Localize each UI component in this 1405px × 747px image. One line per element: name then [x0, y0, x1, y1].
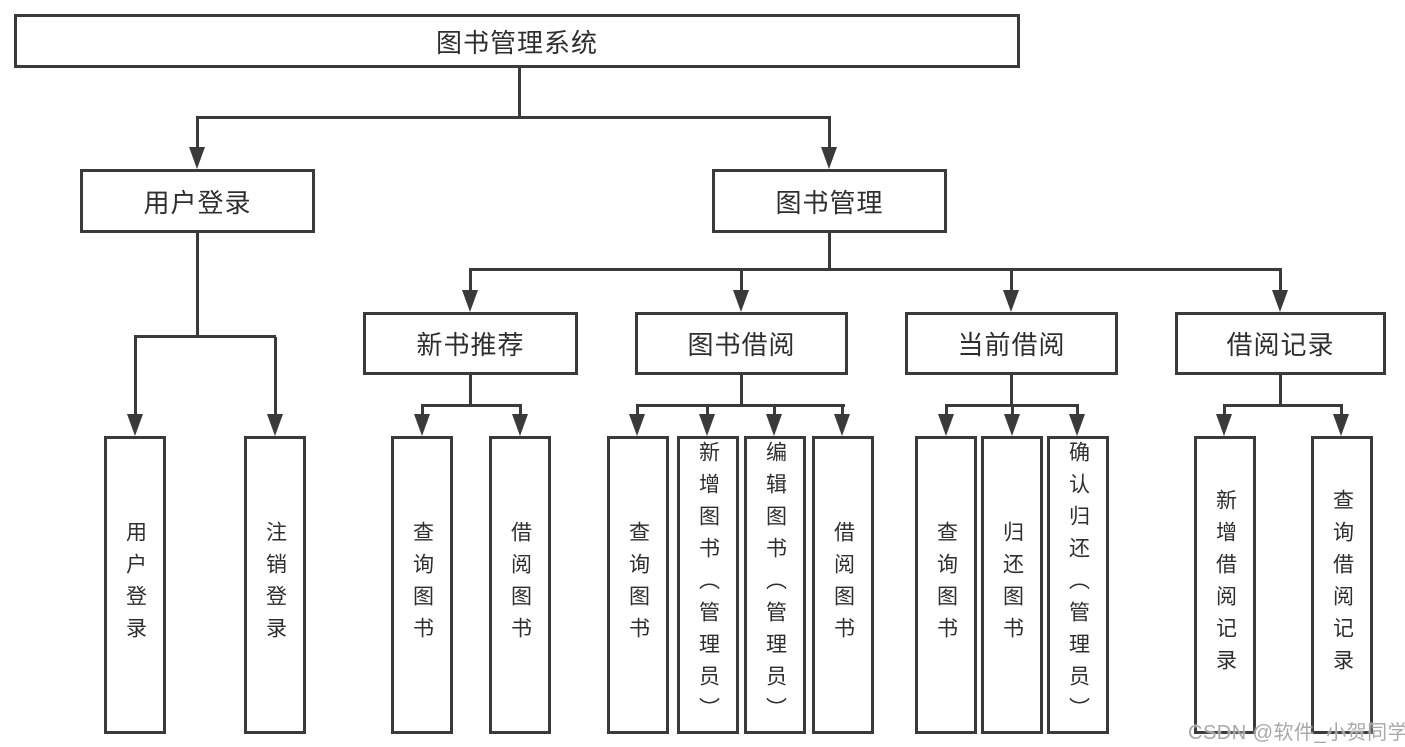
- connector-l4-bar: [1223, 404, 1343, 407]
- leaf-query-books-recommend-label: 查询图书: [410, 521, 434, 649]
- leaf-return-books-label: 归还图书: [1000, 521, 1024, 649]
- node-book-management-label: 图书管理: [775, 187, 884, 218]
- arrow-down-icon: [512, 414, 528, 436]
- leaf-query-books-borrowing-label: 查询图书: [626, 521, 650, 649]
- connector-l4-bar: [636, 404, 845, 407]
- leaf-add-book-admin: 新增图书（管理员）: [677, 436, 739, 734]
- watermark-text: CSDN @软件_小贺同学: [1188, 722, 1405, 744]
- connector-leaf-shaft: [274, 337, 277, 416]
- arrow-down-icon: [629, 414, 645, 436]
- leaf-borrow-books-recommend: 借阅图书: [489, 436, 551, 734]
- connector-l4-stem: [469, 375, 472, 406]
- leaf-confirm-return-admin: 确认归还（管理员）: [1047, 436, 1109, 734]
- connector-leaf-shaft: [706, 405, 709, 416]
- arrow-down-icon: [189, 147, 205, 169]
- connector-user-login-stem: [196, 233, 199, 338]
- arrow-down-icon: [733, 290, 749, 312]
- leaf-user-login: 用户登录: [104, 436, 166, 734]
- leaf-query-books-borrowing: 查询图书: [607, 436, 669, 734]
- connector-user-login-bar: [134, 335, 276, 338]
- connector-l3-shaft: [1010, 270, 1013, 292]
- arrow-down-icon: [414, 414, 430, 436]
- node-user-login-label: 用户登录: [143, 187, 252, 218]
- connector-leaf-shaft: [421, 405, 424, 416]
- arrow-down-icon: [1003, 290, 1019, 312]
- arrow-down-icon: [462, 290, 478, 312]
- arrow-down-icon: [821, 147, 837, 169]
- connector-book-mgmt-shaft: [828, 118, 831, 148]
- leaf-user-login-label: 用户登录: [123, 521, 147, 649]
- leaf-borrow-books-borrowing-label: 借阅图书: [831, 521, 855, 649]
- leaf-borrow-books-recommend-label: 借阅图书: [508, 521, 532, 649]
- connector-l3-shaft: [1279, 270, 1282, 292]
- connector-l4-stem: [1279, 375, 1282, 406]
- leaf-edit-book-admin: 编辑图书（管理员）: [744, 436, 806, 734]
- connector-l3-shaft: [740, 270, 743, 292]
- connector-user-login-shaft: [196, 118, 199, 148]
- node-current-borrowing: 当前借阅: [905, 312, 1118, 375]
- node-borrowing-records-label: 借阅记录: [1226, 330, 1335, 360]
- arrow-down-icon: [127, 414, 143, 436]
- connector-l4-stem: [740, 375, 743, 406]
- arrow-down-icon: [1069, 414, 1085, 436]
- connector-leaf-shaft: [841, 405, 844, 416]
- arrow-down-icon: [1272, 290, 1288, 312]
- leaf-confirm-return-admin-label: 确认归还（管理员）: [1066, 441, 1090, 729]
- leaf-query-books-recommend: 查询图书: [391, 436, 453, 734]
- connector-root-stem: [518, 68, 521, 118]
- connector-leaf-shaft: [1076, 405, 1079, 416]
- arrow-down-icon: [1216, 414, 1232, 436]
- leaf-query-books-current: 查询图书: [915, 436, 977, 734]
- arrow-down-icon: [938, 414, 954, 436]
- connector-leaf-shaft: [1011, 405, 1014, 416]
- arrow-down-icon: [699, 414, 715, 436]
- connector-l4-bar: [421, 404, 522, 407]
- node-user-login: 用户登录: [80, 169, 315, 233]
- node-book-borrowing-label: 图书借阅: [687, 330, 796, 360]
- arrow-down-icon: [1004, 414, 1020, 436]
- arrow-down-icon: [766, 414, 782, 436]
- node-current-borrowing-label: 当前借阅: [957, 330, 1066, 360]
- node-library-system-label: 图书管理系统: [435, 27, 598, 58]
- leaf-return-books: 归还图书: [981, 436, 1043, 734]
- arrow-down-icon: [1333, 414, 1349, 436]
- connector-l4-stem: [1010, 375, 1013, 406]
- arrow-down-icon: [834, 414, 850, 436]
- leaf-query-borrow-record: 查询借阅记录: [1311, 436, 1373, 734]
- node-new-book-recommendation-label: 新书推荐: [416, 330, 525, 360]
- connector-book-mgmt-stem: [828, 233, 831, 271]
- connector-leaf-shaft: [773, 405, 776, 416]
- connector-leaf-shaft: [519, 405, 522, 416]
- node-library-system: 图书管理系统: [14, 14, 1020, 68]
- leaf-query-borrow-record-label: 查询借阅记录: [1330, 489, 1354, 681]
- leaf-logout-label: 注销登录: [263, 521, 287, 649]
- connector-leaf-shaft: [636, 405, 639, 416]
- connector-leaf-shaft: [1340, 405, 1343, 416]
- leaf-borrow-books-borrowing: 借阅图书: [812, 436, 874, 734]
- leaf-add-borrow-record: 新增借阅记录: [1194, 436, 1256, 734]
- connector-leaf-shaft: [134, 337, 137, 416]
- connector-level3-bar: [469, 268, 1282, 271]
- connector-leaf-shaft: [945, 405, 948, 416]
- arrow-down-icon: [267, 414, 283, 436]
- node-book-management: 图书管理: [712, 169, 947, 233]
- node-book-borrowing: 图书借阅: [635, 312, 848, 375]
- leaf-logout: 注销登录: [244, 436, 306, 734]
- connector-leaf-shaft: [1223, 405, 1226, 416]
- node-borrowing-records: 借阅记录: [1175, 312, 1386, 375]
- node-new-book-recommendation: 新书推荐: [363, 312, 578, 375]
- leaf-edit-book-admin-label: 编辑图书（管理员）: [763, 441, 787, 729]
- leaf-add-book-admin-label: 新增图书（管理员）: [696, 441, 720, 729]
- connector-level2-bar: [196, 116, 831, 119]
- connector-l3-shaft: [469, 270, 472, 292]
- leaf-add-borrow-record-label: 新增借阅记录: [1213, 489, 1237, 681]
- leaf-query-books-current-label: 查询图书: [934, 521, 958, 649]
